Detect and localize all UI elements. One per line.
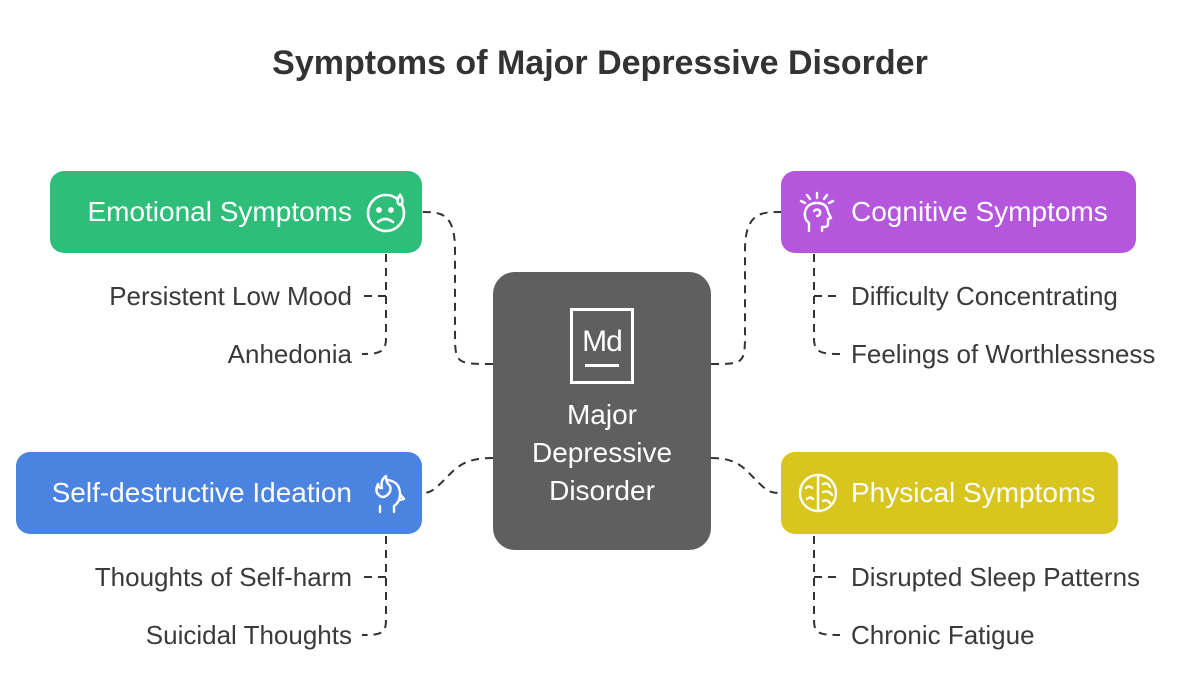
connector-self-destructive xyxy=(421,457,494,494)
connector-physical xyxy=(710,457,782,494)
physical-symptoms-box: Physical Symptoms xyxy=(781,452,1118,534)
list-item: Persistent Low Mood xyxy=(109,281,352,311)
head-stress-icon xyxy=(795,189,841,235)
center-label: Major Depressive Disorder xyxy=(531,399,673,506)
self-destructive-ideation-label: Self-destructive Ideation xyxy=(51,477,352,508)
connector-emotional xyxy=(421,211,494,365)
list-item: Suicidal Thoughts xyxy=(145,620,352,650)
connector-cognitive xyxy=(710,211,782,365)
cognitive-symptoms-label: Cognitive Symptoms xyxy=(851,196,1108,227)
head-flame-icon xyxy=(364,470,410,516)
emotional-symptoms-label: Emotional Symptoms xyxy=(87,196,352,227)
physical-symptoms-label: Physical Symptoms xyxy=(851,477,1096,508)
md-logo: Md xyxy=(570,308,634,384)
page-title: Symptoms of Major Depressive Disorder xyxy=(272,44,928,82)
connector-cognitive-items xyxy=(813,254,841,355)
face-brain-icon xyxy=(795,470,841,516)
md-logo-text: Md xyxy=(582,325,623,358)
list-item: Chronic Fatigue xyxy=(851,620,1035,650)
list-item: Difficulty Concentrating xyxy=(851,281,1118,311)
connector-emotional-items xyxy=(361,254,387,355)
emotional-symptoms-box: Emotional Symptoms xyxy=(50,171,422,253)
md-logo-underline xyxy=(585,364,619,367)
center-node: Md Major Depressive Disorder xyxy=(493,272,711,550)
list-item: Anhedonia xyxy=(227,339,352,369)
list-item: Thoughts of Self-harm xyxy=(94,562,352,592)
self-destructive-ideation-box: Self-destructive Ideation xyxy=(16,452,422,534)
connector-physical-items xyxy=(813,536,841,636)
sad-face-tear-icon xyxy=(364,189,410,235)
list-item: Feelings of Worthlessness xyxy=(851,339,1156,369)
list-item: Disrupted Sleep Patterns xyxy=(851,562,1141,592)
connector-self-destructive-items xyxy=(361,536,387,636)
cognitive-symptoms-box: Cognitive Symptoms xyxy=(781,171,1136,253)
